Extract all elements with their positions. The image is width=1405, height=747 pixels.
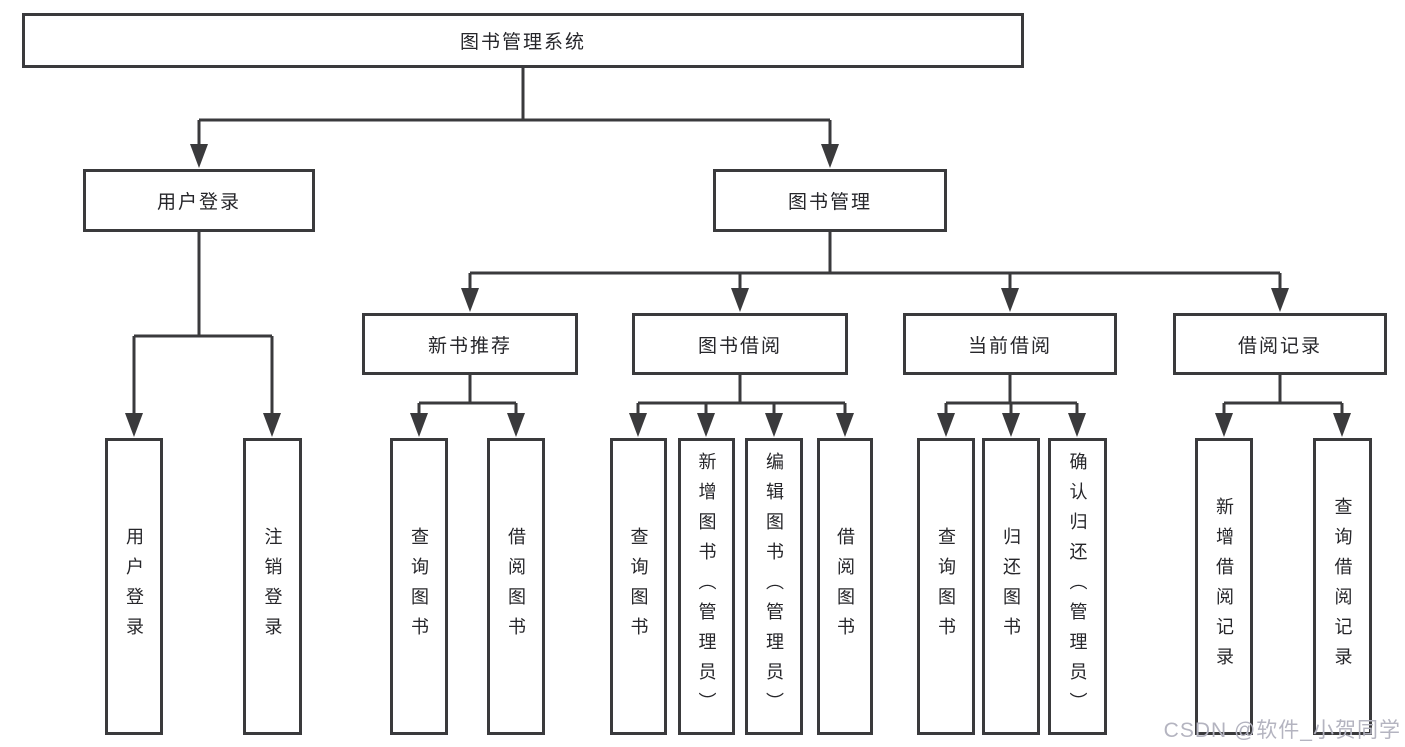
leaf-borrowing-borrow-books: 借阅图书	[817, 438, 873, 735]
node-book-management: 图书管理	[713, 169, 947, 232]
node-current-borrowing: 当前借阅	[903, 313, 1117, 375]
leaf-current-confirm-return-admin-label: 确认归还（管理员）	[1067, 451, 1088, 722]
connector-bookmgmt-to-level2	[461, 232, 1289, 312]
leaf-user-login-label: 用户登录	[124, 526, 144, 647]
leaf-borrowing-edit-books-admin: 编辑图书（管理员）	[745, 438, 803, 735]
connector-borrowing-to-leaves	[629, 375, 854, 437]
node-library-system: 图书管理系统	[22, 13, 1024, 68]
leaf-borrowing-add-books-admin: 新增图书（管理员）	[678, 438, 735, 735]
connector-current-to-leaves	[937, 375, 1086, 437]
leaf-records-query-record: 查询借阅记录	[1313, 438, 1372, 735]
leaf-records-query-record-label: 查询借阅记录	[1332, 496, 1353, 677]
leaf-current-confirm-return-admin: 确认归还（管理员）	[1048, 438, 1107, 735]
leaf-logout: 注销登录	[243, 438, 302, 735]
node-user-login-label: 用户登录	[156, 192, 241, 213]
leaf-user-login: 用户登录	[105, 438, 163, 735]
leaf-newbook-query-books: 查询图书	[390, 438, 448, 735]
leaf-records-add-record: 新增借阅记录	[1195, 438, 1253, 735]
node-new-book-recommend: 新书推荐	[362, 313, 578, 375]
leaf-newbook-borrow-books-label: 借阅图书	[506, 526, 526, 647]
node-book-management-label: 图书管理	[787, 192, 872, 213]
leaf-current-return-books: 归还图书	[982, 438, 1040, 735]
leaf-borrowing-query-books-label: 查询图书	[628, 526, 649, 647]
connector-root-to-level1	[190, 68, 839, 168]
node-library-system-label: 图书管理系统	[459, 32, 586, 53]
leaf-newbook-query-books-label: 查询图书	[409, 526, 429, 647]
node-current-borrowing-label: 当前借阅	[967, 335, 1052, 357]
connector-records-to-leaves	[1215, 375, 1351, 437]
leaf-current-query-books-label: 查询图书	[936, 526, 956, 647]
leaf-current-return-books-label: 归还图书	[1001, 526, 1021, 647]
node-book-borrowing-label: 图书借阅	[697, 335, 782, 357]
node-borrow-records-label: 借阅记录	[1237, 335, 1322, 357]
csdn-watermark: CSDN @软件_小贺同学	[1163, 719, 1401, 742]
node-new-book-recommend-label: 新书推荐	[427, 335, 512, 357]
leaf-borrowing-edit-books-admin-label: 编辑图书（管理员）	[764, 451, 784, 722]
leaf-borrowing-borrow-books-label: 借阅图书	[835, 526, 855, 647]
leaf-borrowing-add-books-admin-label: 新增图书（管理员）	[696, 451, 717, 722]
leaf-newbook-borrow-books: 借阅图书	[487, 438, 545, 735]
connector-userlogin-to-leaves	[125, 232, 281, 437]
node-borrow-records: 借阅记录	[1173, 313, 1387, 375]
leaf-borrowing-query-books: 查询图书	[610, 438, 667, 735]
node-book-borrowing: 图书借阅	[632, 313, 848, 375]
leaf-records-add-record-label: 新增借阅记录	[1214, 496, 1234, 677]
leaf-current-query-books: 查询图书	[917, 438, 975, 735]
leaf-logout-label: 注销登录	[262, 526, 283, 647]
connector-newbook-to-leaves	[410, 375, 525, 437]
node-user-login: 用户登录	[83, 169, 315, 232]
